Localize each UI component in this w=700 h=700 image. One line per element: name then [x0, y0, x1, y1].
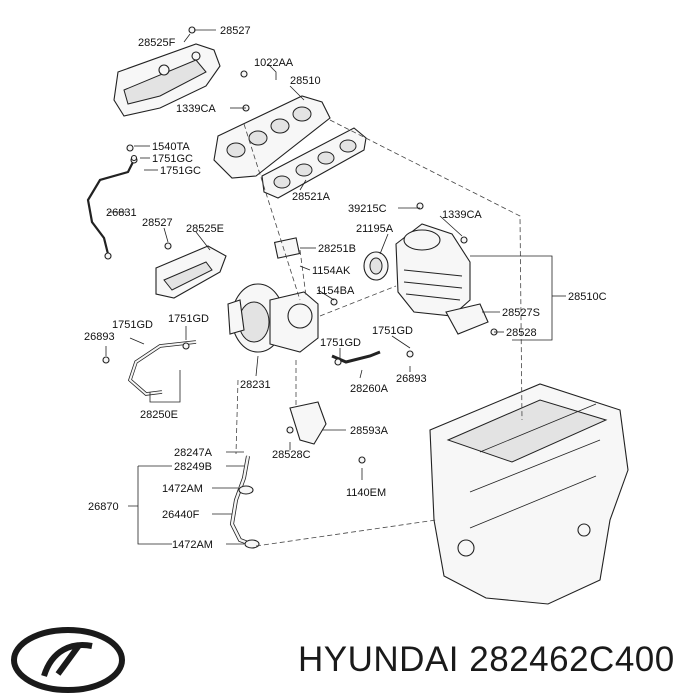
label-1140em: 1140EM	[346, 487, 386, 499]
engine-block	[429, 383, 629, 605]
label-1751gc-bottom: 1751GC	[160, 165, 201, 177]
label-28528c: 28528C	[272, 449, 311, 461]
label-26893-left: 26893	[84, 331, 115, 343]
label-21195a: 21195A	[356, 223, 394, 235]
label-39215c: 39215C	[348, 203, 387, 215]
manifold-gasket	[261, 127, 367, 199]
label-26831: 26831	[106, 207, 137, 219]
label-1339ca-right: 1339CA	[442, 209, 482, 221]
label-28525f: 28525F	[138, 37, 176, 49]
gasket-28251b	[273, 237, 301, 259]
label-28593a: 28593A	[350, 425, 389, 437]
label-28260a: 28260A	[350, 383, 389, 395]
label-1154ak: 1154AK	[312, 265, 351, 277]
label-1751gd-c: 1751GD	[372, 325, 413, 337]
label-28510c: 28510C	[568, 291, 607, 303]
label-28525e: 28525E	[186, 223, 224, 235]
oil-drain-pipe	[229, 455, 260, 549]
gasket-21195a	[363, 251, 389, 281]
label-28250e: 28250E	[140, 409, 178, 421]
label-1022aa: 1022AA	[254, 57, 294, 69]
label-1751gd-a: 1751GD	[112, 319, 153, 331]
heat-shield-lower	[155, 245, 227, 299]
heat-shield-upper	[113, 43, 221, 117]
label-28527s: 28527S	[502, 307, 540, 319]
brand-caption: HYUNDAI 282462C400	[298, 640, 675, 680]
label-26440f: 26440F	[162, 509, 200, 521]
bolts	[102, 26, 498, 464]
label-28247a: 28247A	[174, 447, 213, 459]
catalytic-converter	[395, 223, 489, 335]
assembly-lines	[235, 119, 523, 547]
label-1154ba: 1154BA	[316, 285, 355, 297]
turbo-bracket	[289, 401, 327, 445]
part-number: 282462C400	[469, 640, 675, 679]
label-1472am-bottom: 1472AM	[172, 539, 213, 551]
leader-lines	[105, 29, 566, 545]
part-labels: 28527 28525F 1022AA 28510 1339CA 1540TA …	[84, 25, 607, 551]
label-28251b: 28251B	[318, 243, 356, 255]
label-28521a: 28521A	[292, 191, 331, 203]
label-28510: 28510	[290, 75, 321, 87]
label-1540ta: 1540TA	[152, 141, 190, 153]
oil-return-hose	[127, 340, 197, 396]
label-26870: 26870	[88, 501, 119, 513]
label-26893-right: 26893	[396, 373, 427, 385]
label-1751gd-b: 1751GD	[168, 313, 209, 325]
label-1339ca-left: 1339CA	[176, 103, 216, 115]
brand-name: HYUNDAI	[298, 640, 460, 679]
label-28231: 28231	[240, 379, 271, 391]
label-28249b: 28249B	[174, 461, 212, 473]
turbocharger	[227, 283, 319, 353]
label-1751gd-d: 1751GD	[320, 337, 361, 349]
label-28527-mid: 28527	[142, 217, 173, 229]
exhaust-manifold	[213, 95, 331, 179]
hyundai-logo-icon	[11, 627, 125, 693]
label-1751gc-top: 1751GC	[152, 153, 193, 165]
label-1472am-top: 1472AM	[162, 483, 203, 495]
label-28528: 28528	[506, 327, 537, 339]
label-28527-top: 28527	[220, 25, 251, 37]
